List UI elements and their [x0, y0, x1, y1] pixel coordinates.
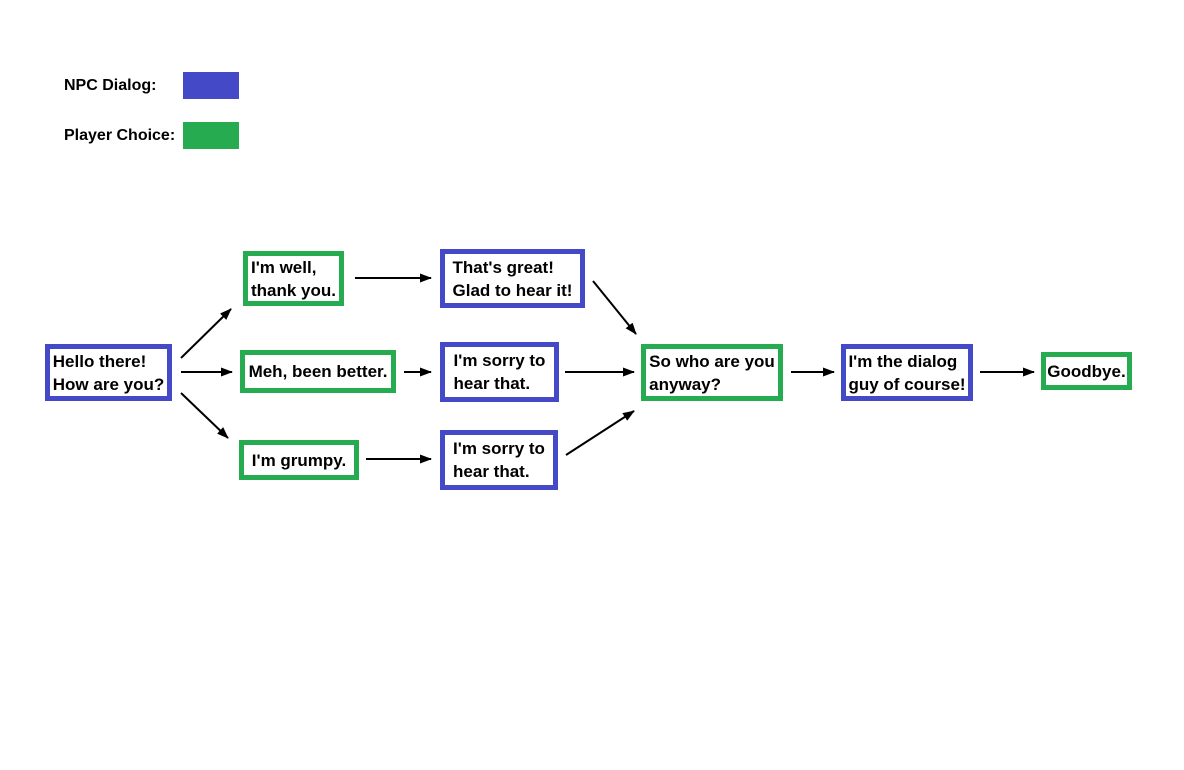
node-sorry-to-hear-1: I'm sorry to hear that. [440, 342, 559, 402]
legend-label-player: Player Choice: [64, 126, 176, 144]
node-goodbye: Goodbye. [1041, 352, 1132, 390]
node-im-grumpy: I'm grumpy. [239, 440, 359, 480]
legend-label-npc: NPC Dialog: [64, 76, 157, 94]
edge-sorry2-who [565, 410, 635, 456]
node-sorry-to-hear-2: I'm sorry to hear that. [440, 430, 558, 490]
edge-great-who [592, 280, 637, 335]
legend-row-npc: NPC Dialog: [64, 72, 239, 99]
node-thats-great: That's great! Glad to hear it! [440, 249, 585, 308]
node-who-are-you: So who are you anyway? [641, 344, 783, 401]
npc-color-swatch [183, 72, 239, 99]
edge-hello-grumpy [180, 392, 229, 439]
node-im-well: I'm well, thank you. [243, 251, 344, 306]
legend-row-player: Player Choice: [64, 122, 239, 149]
node-dialog-guy: I'm the dialog guy of course! [841, 344, 973, 401]
node-hello-there: Hello there! How are you? [45, 344, 172, 401]
player-color-swatch [183, 122, 239, 149]
node-meh-been-better: Meh, been better. [240, 350, 396, 393]
edge-hello-well [180, 308, 232, 359]
